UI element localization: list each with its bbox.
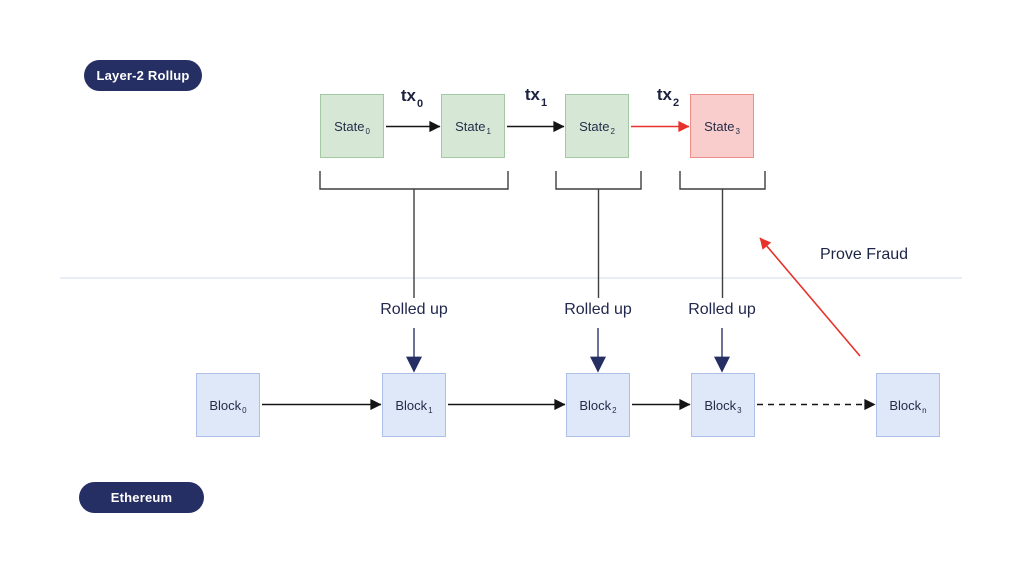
block-2-label: Block bbox=[579, 397, 612, 413]
ethereum-badge-label: Ethereum bbox=[110, 490, 173, 505]
block-2-subscript: 2 bbox=[612, 405, 617, 415]
tx1-label: tx1 bbox=[524, 85, 548, 109]
state-3-label: State bbox=[704, 118, 735, 134]
tx2-label: tx2 bbox=[656, 85, 680, 109]
state-0-label: State bbox=[334, 118, 365, 134]
arrow-prove-fraud bbox=[759, 237, 861, 357]
block-1-subscript: 1 bbox=[428, 405, 433, 415]
prove-fraud-label: Prove Fraud bbox=[820, 246, 909, 263]
state-0-subscript: 0 bbox=[365, 126, 370, 136]
bracket-states-0-1 bbox=[319, 171, 509, 190]
block-n-subscript: n bbox=[922, 405, 927, 415]
tx0-label: tx0 bbox=[400, 86, 424, 110]
block-1-label: Block bbox=[395, 397, 428, 413]
state-1-subscript: 1 bbox=[486, 126, 491, 136]
rolled-up-label-2: Rolled up bbox=[561, 301, 635, 319]
rolled-up-label-1: Rolled up bbox=[377, 301, 451, 319]
block-3-label: Block bbox=[704, 397, 737, 413]
tx1-subscript: 1 bbox=[541, 97, 548, 109]
state-2-subscript: 2 bbox=[610, 126, 615, 136]
block-3-subscript: 3 bbox=[737, 405, 742, 415]
state-2-label: State bbox=[579, 118, 610, 134]
block-0-label: Block bbox=[209, 397, 242, 413]
block-0-subscript: 0 bbox=[242, 405, 247, 415]
ethereum-badge: Ethereum bbox=[79, 482, 204, 513]
rolled-up-label-3: Rolled up bbox=[685, 301, 759, 319]
state-1-label: State bbox=[455, 118, 486, 134]
tx0-subscript: 0 bbox=[417, 98, 424, 110]
bracket-state-2 bbox=[555, 171, 642, 190]
block-n-label: Block bbox=[889, 397, 922, 413]
layer2-rollup-badge: Layer-2 Rollup bbox=[84, 60, 202, 91]
bracket-state-3 bbox=[679, 171, 766, 190]
state-3-subscript: 3 bbox=[735, 126, 740, 136]
tx2-subscript: 2 bbox=[673, 97, 680, 109]
layer2-rollup-badge-label: Layer-2 Rollup bbox=[96, 68, 190, 83]
